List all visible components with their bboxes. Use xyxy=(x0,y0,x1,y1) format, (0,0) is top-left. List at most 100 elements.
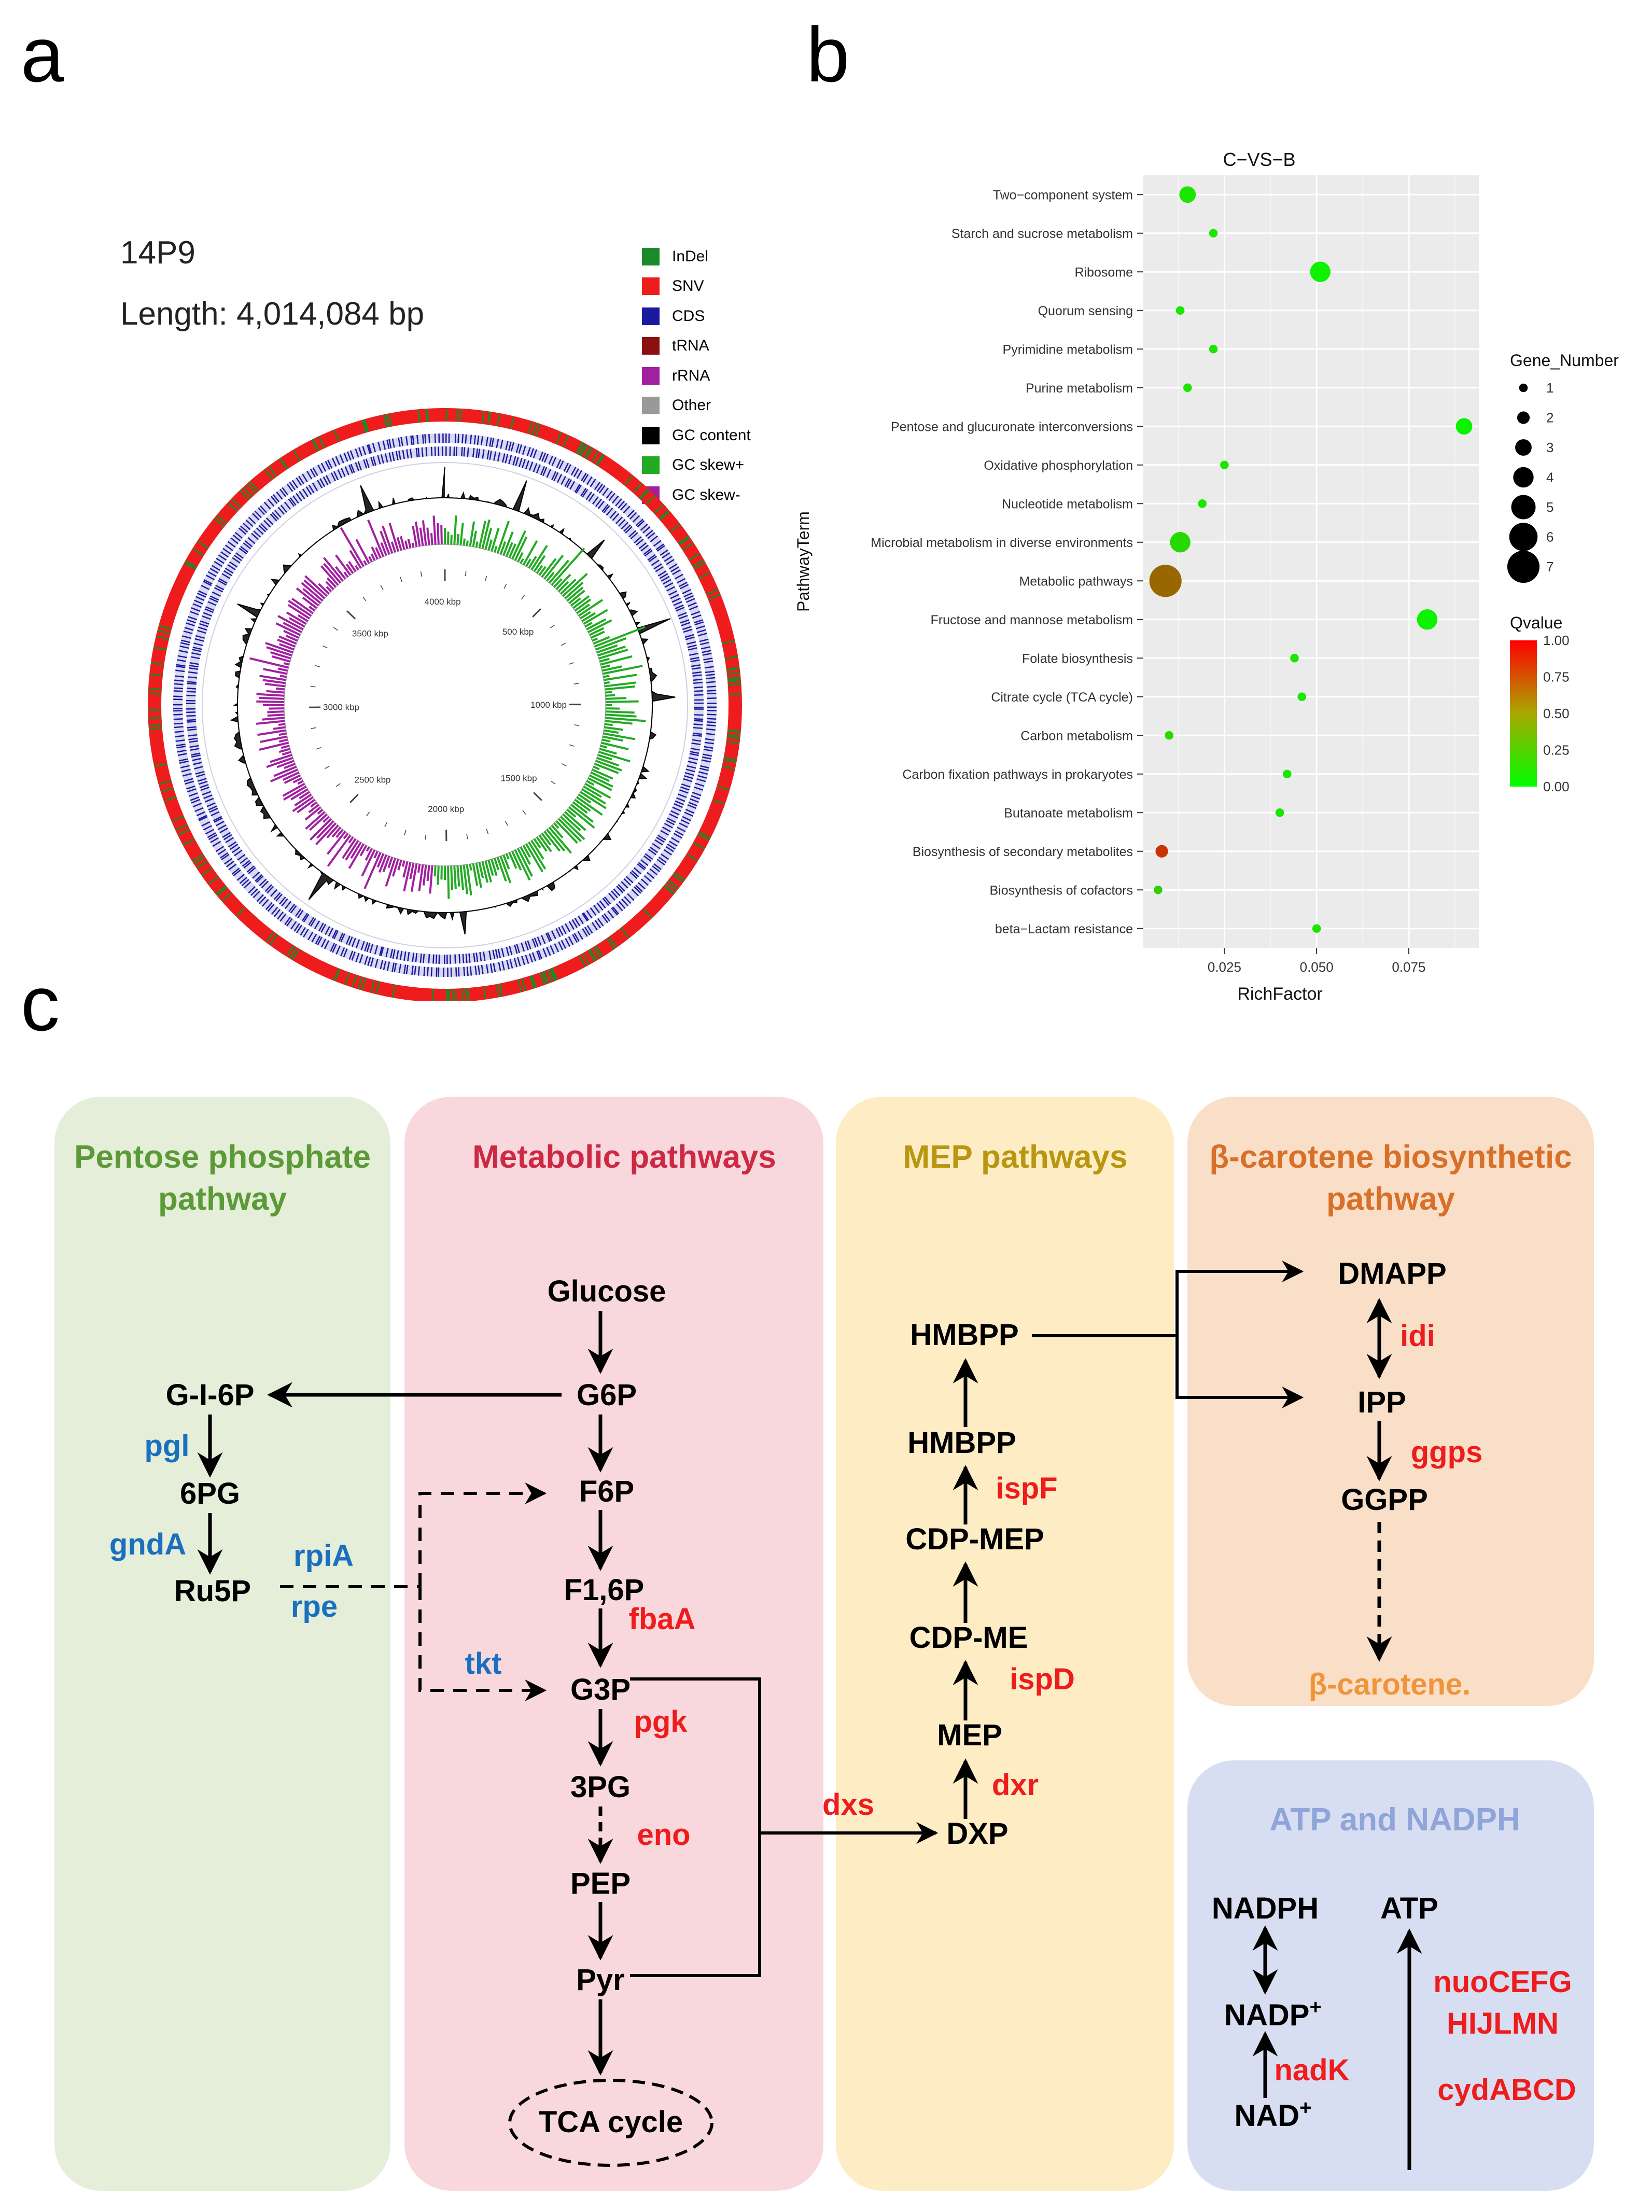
y-axis-title: PathwayTerm xyxy=(794,511,813,612)
y-tick-label: Starch and sucrose metabolism xyxy=(951,227,1133,241)
color-legend-label: 0.25 xyxy=(1543,743,1570,758)
node-hmbpp-top: HMBPP xyxy=(910,1318,1018,1352)
data-point xyxy=(1179,186,1196,203)
node-6pg: 6PG xyxy=(180,1477,240,1510)
y-tick-label: Oxidative phosphorylation xyxy=(984,458,1133,473)
data-point xyxy=(1456,418,1473,435)
carotene-title-line2: pathway xyxy=(1326,1181,1455,1217)
y-tick-label: Pyrimidine metabolism xyxy=(1003,342,1133,357)
panel-label-a: a xyxy=(21,16,64,93)
size-legend-label: 6 xyxy=(1546,529,1553,545)
pentose-title-line2: pathway xyxy=(158,1181,287,1217)
node-g6p: G6P xyxy=(577,1378,637,1412)
size-legend-label: 3 xyxy=(1546,440,1553,455)
y-tick-label: Quorum sensing xyxy=(1038,304,1133,318)
y-tick-label: Purine metabolism xyxy=(1026,381,1133,396)
enzyme-ispf: ispF xyxy=(996,1472,1057,1505)
panel-label-b: b xyxy=(806,16,849,93)
data-point xyxy=(1150,565,1182,597)
enzyme-gnda: gndA xyxy=(109,1528,186,1561)
y-tick-label: Fructose and mannose metabolism xyxy=(931,613,1133,627)
x-axis-title: RichFactor xyxy=(1237,984,1322,1004)
y-tick-label: Butanoate metabolism xyxy=(1004,806,1133,820)
plot-area xyxy=(1143,175,1479,948)
y-tick-label: Carbon fixation pathways in prokaryotes xyxy=(902,767,1133,782)
size-legend-label: 5 xyxy=(1546,499,1553,515)
enzyme-rpe: rpe xyxy=(291,1590,338,1623)
data-point xyxy=(1198,499,1207,508)
enzyme-eno: eno xyxy=(637,1818,690,1852)
y-tick-label: Microbial metabolism in diverse environm… xyxy=(871,536,1133,550)
data-point xyxy=(1290,654,1299,663)
color-legend-bar xyxy=(1510,640,1537,787)
data-point xyxy=(1220,460,1229,469)
y-tick-label: Biosynthesis of cofactors xyxy=(989,883,1133,898)
y-tick-label: Folate biosynthesis xyxy=(1022,651,1133,666)
color-legend-label: 0.50 xyxy=(1543,706,1570,721)
data-point xyxy=(1170,532,1190,552)
data-point xyxy=(1310,262,1331,282)
data-point xyxy=(1276,808,1284,817)
data-point xyxy=(1209,229,1218,237)
color-legend-label: 0.75 xyxy=(1543,669,1570,685)
enzyme-dxr: dxr xyxy=(992,1768,1039,1802)
size-legend-title: Gene_Number xyxy=(1510,351,1619,370)
data-point xyxy=(1312,924,1321,933)
enzyme-pgk: pgk xyxy=(634,1705,688,1739)
node-tca: TCA cycle xyxy=(539,2105,683,2139)
node-3pg: 3PG xyxy=(570,1770,631,1804)
x-tick-label: 0.050 xyxy=(1300,959,1334,975)
pathway-diagram: Pentose phosphate pathway Metabolic path… xyxy=(0,1063,1652,2209)
pentose-title: Pentose phosphate xyxy=(74,1139,371,1175)
size-legend-label: 7 xyxy=(1546,559,1553,575)
size-legend-label: 1 xyxy=(1546,380,1553,396)
enzyme-idi: idi xyxy=(1400,1319,1435,1353)
mep-title: MEP pathways xyxy=(903,1139,1127,1175)
data-point xyxy=(1155,845,1168,858)
size-legend-dot xyxy=(1513,467,1533,487)
data-point xyxy=(1154,886,1163,894)
node-nadp: NADP+ xyxy=(1224,1996,1322,2032)
kbp-label: 3500 kbp xyxy=(352,628,388,638)
kbp-label: 500 kbp xyxy=(502,627,534,637)
metabolic-title: Metabolic pathways xyxy=(472,1139,776,1175)
size-legend-dot xyxy=(1509,523,1538,551)
chart-title: C−VS−B xyxy=(1223,149,1295,170)
size-legend-dot xyxy=(1511,495,1536,520)
node-mep: MEP xyxy=(937,1718,1002,1752)
gc-content-ring xyxy=(231,467,675,934)
enzyme-nuo-line2: HIJLMN xyxy=(1447,2007,1559,2040)
y-tick-label: Ribosome xyxy=(1074,265,1133,279)
kbp-label: 1500 kbp xyxy=(501,773,537,783)
y-tick-label: Metabolic pathways xyxy=(1019,574,1133,589)
data-point xyxy=(1209,345,1218,354)
color-legend-title: Qvalue xyxy=(1510,613,1562,632)
node-cdpmep: CDP-MEP xyxy=(905,1522,1044,1556)
node-hmbpp: HMBPP xyxy=(907,1426,1016,1460)
x-tick-label: 0.025 xyxy=(1208,959,1241,975)
kbp-label: 1000 kbp xyxy=(530,700,567,710)
enzyme-tkt: tkt xyxy=(465,1647,502,1681)
y-tick-label: Citrate cycle (TCA cycle) xyxy=(991,690,1133,705)
enzyme-ggps: ggps xyxy=(1411,1435,1483,1469)
node-ru5p: Ru5P xyxy=(174,1574,251,1608)
color-legend-label: 1.00 xyxy=(1543,633,1570,648)
y-tick-label: Two−component system xyxy=(993,188,1133,202)
enzyme-fbaa: fbaA xyxy=(629,1602,696,1636)
node-f6p: F6P xyxy=(579,1475,634,1508)
metabolic-box xyxy=(404,1097,823,2191)
node-g3p: G3P xyxy=(570,1673,631,1706)
y-tick-label: Nucleotide metabolism xyxy=(1002,497,1133,511)
color-legend-label: 0.00 xyxy=(1543,779,1570,794)
data-point xyxy=(1183,383,1192,392)
node-cdpme: CDP-ME xyxy=(909,1621,1028,1655)
size-legend-dot xyxy=(1507,551,1539,583)
pathway-diagram-panel: Pentose phosphate pathway Metabolic path… xyxy=(0,1063,1652,2209)
x-tick-label: 0.075 xyxy=(1392,959,1425,975)
enzyme-dxs: dxs xyxy=(822,1788,874,1822)
data-point xyxy=(1417,609,1437,629)
